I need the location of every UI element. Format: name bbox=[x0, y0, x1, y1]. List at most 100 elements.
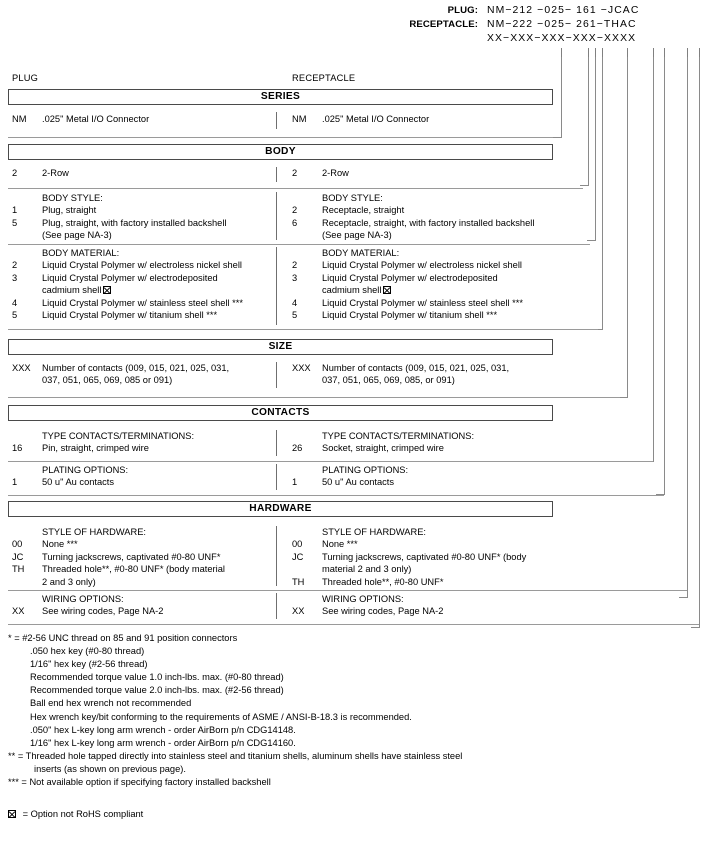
option-line: 00 None *** bbox=[292, 538, 426, 550]
option-code: XX bbox=[12, 606, 25, 617]
option-code: 16 bbox=[12, 443, 23, 454]
receptacle-label: RECEPTACLE: bbox=[409, 19, 478, 30]
leader-body-row-horizontal bbox=[580, 185, 589, 186]
option-text: Receptacle, straight, with factory insta… bbox=[322, 217, 535, 228]
part-number-mask-row: XX−XXX−XXX−XXX−XXXX bbox=[360, 32, 706, 46]
row-rule-bottom bbox=[8, 397, 620, 398]
leader-series-horizontal bbox=[553, 137, 562, 138]
leader-hardware-style-horizontal bbox=[679, 597, 688, 598]
option-line: 1 Plug, straight bbox=[12, 204, 103, 216]
option-code: 2 bbox=[292, 205, 298, 216]
option-text: Receptacle, straight bbox=[322, 205, 405, 216]
option-text: Number of contacts (009, 015, 021, 025, … bbox=[322, 363, 510, 373]
option-text: Plug, straight, with factory installed b… bbox=[42, 217, 227, 228]
option-code: 2 bbox=[12, 260, 18, 271]
footnote-line: *** = Not available option if specifying… bbox=[8, 777, 271, 788]
option-code: 00 bbox=[12, 539, 23, 550]
option-code: 2 bbox=[12, 168, 18, 178]
row-heading: STYLE OF HARDWARE: bbox=[42, 527, 146, 537]
tick-mark-7 bbox=[664, 48, 665, 57]
option-code: TH bbox=[12, 564, 25, 575]
section-row-series: NM .025" Metal I/O Connector NM .025" Me… bbox=[8, 112, 553, 138]
option-text: Liquid Crystal Polymer w/ stainless stee… bbox=[322, 297, 523, 308]
row-rule-bottom bbox=[8, 624, 699, 625]
option-text: Threaded hole**, #0-80 UNF* bbox=[322, 576, 444, 587]
plug-label: PLUG: bbox=[447, 5, 478, 16]
row-rule-bottom bbox=[8, 188, 583, 189]
leader-body-style-horizontal bbox=[587, 240, 596, 241]
option-text: (See page NA-3) bbox=[322, 230, 392, 241]
option-code: 6 bbox=[292, 217, 298, 228]
option-text: 037, 051, 065, 069, 085, or 091) bbox=[322, 375, 455, 386]
option-code: NM bbox=[292, 114, 307, 124]
option-code: 1 bbox=[12, 205, 18, 216]
column-title-receptacle: RECEPTACLE bbox=[292, 73, 356, 83]
option-text: .025" Metal I/O Connector bbox=[322, 114, 430, 124]
leader-size-vertical bbox=[627, 57, 628, 397]
option-text: cadmium shell bbox=[322, 284, 392, 296]
option-text: Turning jackscrews, captivated #0-80 UNF… bbox=[322, 551, 527, 562]
footnote-line: Ball end hex wrench not recommended bbox=[30, 698, 192, 709]
tick-mark-8 bbox=[687, 48, 688, 57]
option-text: 2-Row bbox=[42, 168, 69, 178]
leader-series-vertical bbox=[561, 57, 562, 137]
option-code: 26 bbox=[292, 443, 303, 454]
footnote-line: Hex wrench key/bit conforming to the req… bbox=[30, 711, 412, 722]
option-text: 037, 051, 065, 069, 085 or 091) bbox=[42, 375, 173, 386]
option-code: 4 bbox=[292, 297, 298, 308]
wiring-right-cell: WIRING OPTIONS: XX See wiring codes, Pag… bbox=[292, 593, 443, 618]
option-text: See wiring codes, Page NA-2 bbox=[42, 606, 164, 617]
option-line: 3 Liquid Crystal Polymer w/ electrodepos… bbox=[292, 272, 498, 284]
row-divider bbox=[276, 112, 277, 129]
receptacle-part-number-row: RECEPTACLE: NM−222 −025− 261−THAC bbox=[360, 18, 706, 32]
rohs-legend-text: = Option not RoHS compliant bbox=[22, 809, 144, 819]
footnote-line: 1/16" hex key (#2-56 thread) bbox=[30, 659, 148, 670]
option-line: JC Turning jackscrews, captivated #0-80 … bbox=[12, 551, 220, 563]
option-line: XX See wiring codes, Page NA-2 bbox=[292, 605, 443, 617]
plating-left-cell: PLATING OPTIONS: 1 50 u" Au contacts bbox=[12, 464, 128, 489]
section-row-type-contacts: TYPE CONTACTS/TERMINATIONS: 16 Pin, stra… bbox=[8, 428, 653, 462]
option-code: XXX bbox=[292, 363, 311, 373]
option-line: TH Threaded hole**, #0-80 UNF* (body mat… bbox=[12, 563, 225, 575]
option-line: 2 Liquid Crystal Polymer w/ electroless … bbox=[12, 259, 242, 271]
option-line: 00 None *** bbox=[12, 538, 146, 550]
option-code: 5 bbox=[292, 309, 298, 320]
footnote-line: Recommended torque value 1.0 inch-lbs. m… bbox=[30, 672, 284, 683]
option-line: TH Threaded hole**, #0-80 UNF* bbox=[292, 576, 443, 588]
option-text: Number of contacts (009, 015, 021, 025, … bbox=[42, 363, 230, 373]
row-rule-bottom bbox=[8, 329, 598, 330]
option-text: Liquid Crystal Polymer w/ electroless ni… bbox=[42, 260, 242, 271]
option-text: .025" Metal I/O Connector bbox=[42, 114, 150, 124]
footnote-line: inserts (as shown on previous page). bbox=[34, 763, 186, 774]
section-row-body-material: BODY MATERIAL: 2 Liquid Crystal Polymer … bbox=[8, 245, 598, 330]
row-divider bbox=[276, 167, 277, 182]
leader-size-horizontal bbox=[619, 397, 628, 398]
leader-body-row-vertical bbox=[588, 57, 589, 185]
option-line: 4 Liquid Crystal Polymer w/ stainless st… bbox=[12, 297, 243, 309]
option-text: Liquid Crystal Polymer w/ electrodeposit… bbox=[322, 272, 498, 283]
row-heading: BODY MATERIAL: bbox=[322, 248, 400, 258]
option-line: material 2 and 3 only) bbox=[292, 563, 426, 575]
row-divider bbox=[276, 526, 277, 586]
option-line: 26 Socket, straight, crimped wire bbox=[292, 442, 474, 454]
option-text: Plug, straight bbox=[42, 205, 97, 216]
tick-mark-1 bbox=[561, 48, 562, 57]
hardware-style-right-cell: STYLE OF HARDWARE: 00 None *** JC Turnin… bbox=[292, 526, 526, 588]
option-text: Liquid Crystal Polymer w/ electroless ni… bbox=[322, 260, 522, 271]
option-line: 2 Receptacle, straight bbox=[292, 204, 404, 216]
option-text: None *** bbox=[322, 539, 358, 550]
option-text: (See page NA-3) bbox=[42, 230, 112, 241]
footnote-line: * = #2-56 UNC thread on 85 and 91 positi… bbox=[8, 633, 238, 643]
plug-part-number: NM−212 −025− 161 −JCAC bbox=[487, 5, 640, 16]
option-text: Turning jackscrews, captivated #0-80 UNF… bbox=[42, 551, 221, 562]
option-line: 4 Liquid Crystal Polymer w/ stainless st… bbox=[292, 297, 523, 309]
row-heading: PLATING OPTIONS: bbox=[42, 465, 129, 475]
type-contacts-right-cell: TYPE CONTACTS/TERMINATIONS: 26 Socket, s… bbox=[292, 430, 474, 455]
leader-body-style-vertical bbox=[595, 57, 596, 240]
tick-mark-3 bbox=[595, 48, 596, 57]
option-code: 1 bbox=[292, 477, 298, 488]
option-text: 50 u" Au contacts bbox=[322, 477, 395, 488]
row-rule-bottom bbox=[8, 590, 687, 591]
section-band-series: SERIES bbox=[8, 89, 553, 105]
option-line: 5 Liquid Crystal Polymer w/ titanium she… bbox=[12, 309, 217, 321]
